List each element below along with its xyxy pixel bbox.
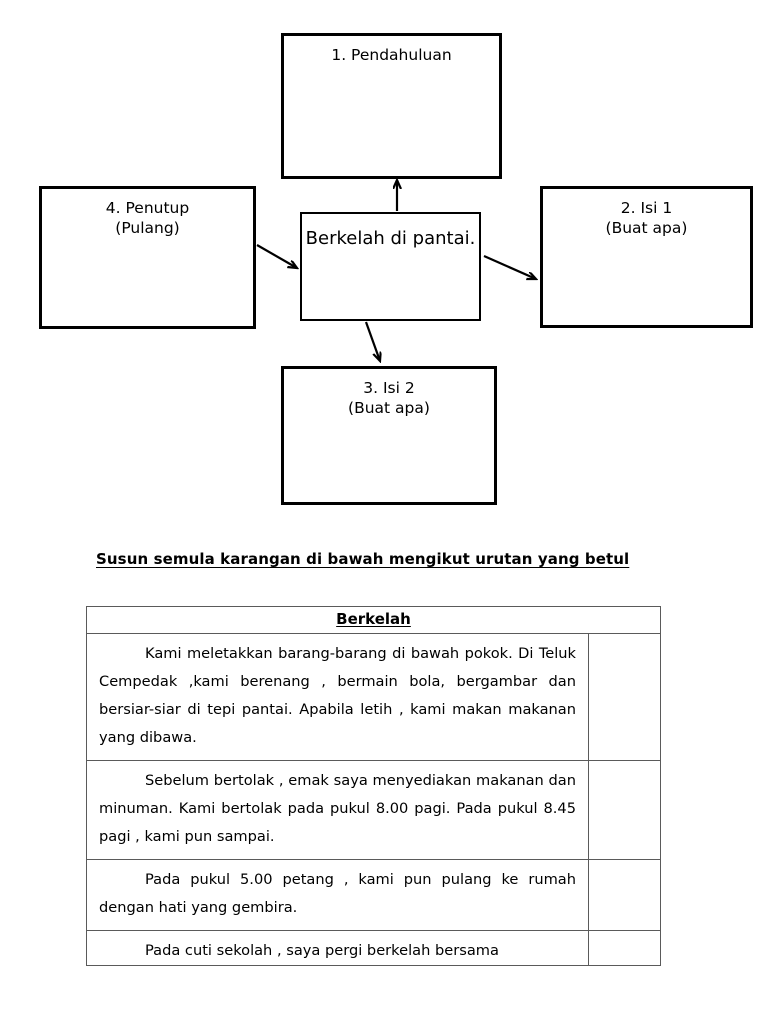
node-isi-2-label: 3. Isi 2 (Buat apa): [348, 379, 430, 418]
node-isi-2: 3. Isi 2 (Buat apa): [281, 366, 497, 505]
table-row: Kami meletakkan barang-barang di bawah p…: [86, 632, 662, 762]
node-penutup: 4. Penutup (Pulang): [39, 186, 256, 329]
essay-ordering-table: Berkelah Kami meletakkan barang-barang d…: [85, 606, 662, 967]
answer-blank[interactable]: [587, 930, 662, 967]
arrow-center-to-isi1: [483, 254, 536, 279]
diagram-arrows: [256, 0, 768, 540]
table-row: Pada pukul 5.00 petang , kami pun pulang…: [86, 859, 662, 932]
paragraph-text: Pada pukul 5.00 petang , kami pun pulang…: [86, 859, 589, 932]
node-pendahuluan-label: 1. Pendahuluan: [331, 46, 452, 64]
answer-blank[interactable]: [587, 632, 662, 762]
paragraph-text: Kami meletakkan barang-barang di bawah p…: [86, 632, 589, 762]
answer-blank[interactable]: [587, 859, 662, 932]
mind-map-diagram: 1. Pendahuluan 2. Isi 1 (Buat apa) 3. Is…: [39, 0, 768, 540]
node-pendahuluan: 1. Pendahuluan: [281, 33, 502, 179]
node-penutup-label: 4. Penutup (Pulang): [105, 199, 190, 238]
table-row: Sebelum bertolak , emak saya menyediakan…: [86, 760, 662, 861]
node-center-topic-label: Berkelah di pantai.: [305, 228, 476, 249]
arrow-center-to-isi2: [364, 321, 380, 361]
answer-blank[interactable]: [587, 760, 662, 861]
node-isi-1-label: 2. Isi 1 (Buat apa): [605, 199, 688, 238]
instruction-heading: Susun semula karangan di bawah mengikut …: [96, 550, 630, 568]
node-isi-1: 2. Isi 1 (Buat apa): [540, 186, 753, 328]
table-title: Berkelah: [85, 606, 662, 634]
paragraph-text: Sebelum bertolak , emak saya menyediakan…: [86, 760, 589, 861]
paragraph-text: Pada cuti sekolah , saya pergi berkelah …: [86, 930, 589, 967]
node-center-topic: Berkelah di pantai.: [300, 212, 481, 321]
table-row: Pada cuti sekolah , saya pergi berkelah …: [86, 930, 662, 967]
table-header-row: Berkelah: [85, 606, 662, 634]
arrow-penutup-to-center: [256, 244, 297, 268]
